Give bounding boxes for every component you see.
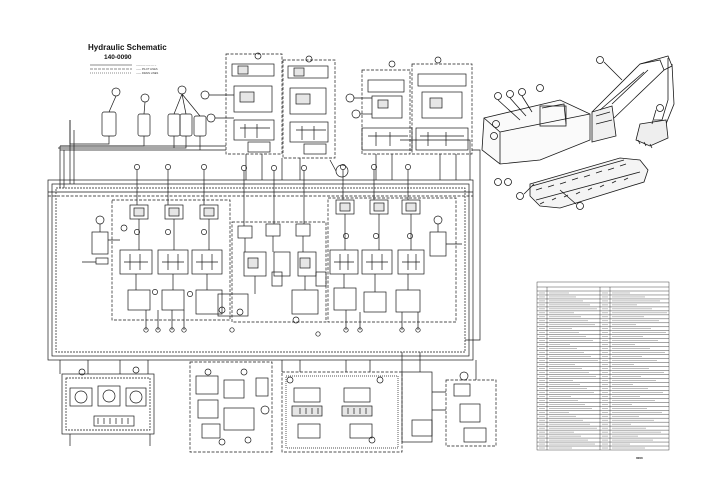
control-valve-bank-right: [327, 164, 462, 323]
legend-samples: [90, 64, 132, 74]
port-markers: [143, 310, 421, 337]
parts-legend-table: [536, 281, 670, 451]
control-valve-bank-left: [82, 164, 231, 321]
swing-travel-valves: [189, 361, 273, 453]
legend-line-1: ----------- ----- --- --: [136, 64, 157, 67]
page-title: Hydraulic Schematic: [88, 43, 167, 52]
control-valve-bank-center: [217, 165, 327, 324]
accumulator-group: [58, 85, 207, 150]
legend-line-3: ------ DRAIN LINES: [136, 72, 159, 75]
legend-line-2: ------ PILOT LINES: [136, 68, 158, 71]
pump-unit-left: [59, 360, 155, 446]
schematic-code: 140-0090: [104, 54, 132, 61]
pilot-valve-group-right: [329, 56, 473, 178]
travel-motor-block: [281, 360, 403, 453]
main-pipework: [47, 120, 481, 361]
hydraulic-tank: [401, 352, 497, 447]
page-code: 0000: [636, 456, 643, 460]
excavator-illustration: [481, 55, 675, 210]
pilot-valve-group-left: [200, 52, 336, 159]
